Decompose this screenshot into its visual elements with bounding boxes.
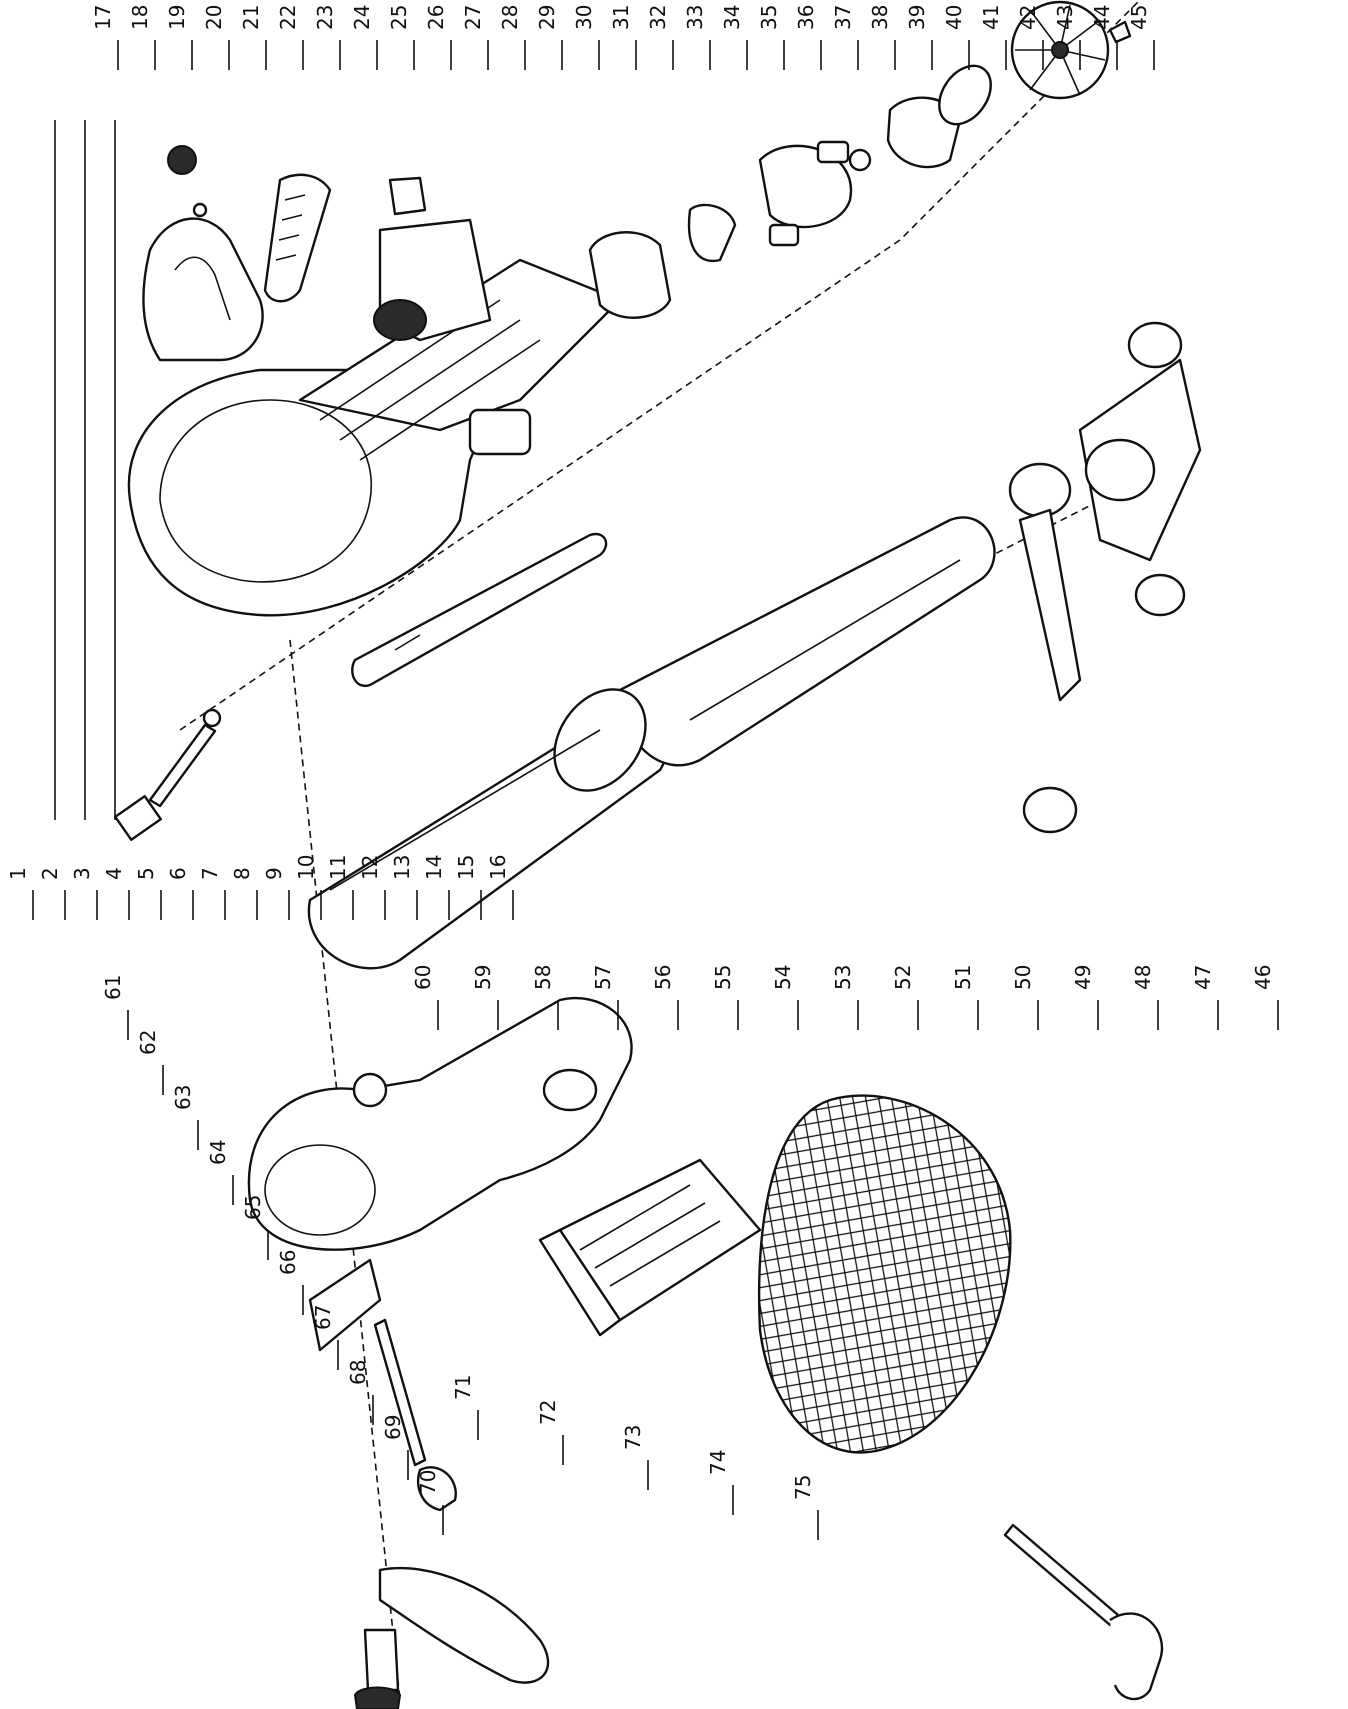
callout-25: 25: [387, 5, 411, 30]
callout-30: 30: [572, 5, 596, 30]
callout-57: 57: [591, 965, 615, 990]
collection-bag-mesh-icon: [757, 1094, 1012, 1454]
callout-43: 43: [1053, 5, 1077, 30]
callout-3: 3: [70, 867, 94, 880]
callout-69: 69: [381, 1415, 405, 1440]
callout-9: 9: [262, 867, 286, 880]
motor-assembly-icon: [588, 140, 872, 319]
handle-icon: [142, 217, 264, 362]
callout-56: 56: [651, 965, 675, 990]
callout-50: 50: [1011, 965, 1035, 990]
callout-1: 1: [6, 867, 30, 880]
wheel-icon: [1008, 321, 1186, 834]
blower-housing-icon: [127, 258, 622, 617]
callout-71: 71: [451, 1375, 475, 1400]
callout-18: 18: [128, 5, 152, 30]
callout-66: 66: [276, 1250, 300, 1275]
callout-53: 53: [831, 965, 855, 990]
callout-2: 2: [38, 867, 62, 880]
callout-48: 48: [1131, 965, 1155, 990]
callout-12: 12: [358, 855, 382, 880]
callout-28: 28: [498, 5, 522, 30]
callout-49: 49: [1071, 965, 1095, 990]
callout-40: 40: [942, 5, 966, 30]
callout-67: 67: [311, 1305, 335, 1330]
callout-27: 27: [461, 5, 485, 30]
callout-61: 61: [101, 975, 125, 1000]
callout-20: 20: [202, 5, 226, 30]
callout-75: 75: [791, 1475, 815, 1500]
callout-42: 42: [1016, 5, 1040, 30]
callout-59: 59: [471, 965, 495, 990]
callout-7: 7: [198, 867, 222, 880]
callout-33: 33: [683, 5, 707, 30]
nozzle-icon: [1078, 358, 1202, 562]
leader-lines: [54, 120, 116, 820]
callout-68: 68: [346, 1360, 370, 1385]
callout-19: 19: [165, 5, 189, 30]
callout-5: 5: [134, 867, 158, 880]
callout-8: 8: [230, 867, 254, 880]
callout-65: 65: [241, 1195, 265, 1220]
callout-16: 16: [486, 855, 510, 880]
callout-36: 36: [794, 5, 818, 30]
callout-11: 11: [326, 855, 350, 880]
callout-46: 46: [1251, 965, 1275, 990]
left-housing-icon: [247, 996, 633, 1251]
callout-52: 52: [891, 965, 915, 990]
callout-37: 37: [831, 5, 855, 30]
callout-21: 21: [239, 5, 263, 30]
callout-22: 22: [276, 5, 300, 30]
callout-64: 64: [206, 1140, 230, 1165]
callout-31: 31: [609, 5, 633, 30]
motor-cup-icon: [373, 176, 492, 342]
lower-tube-icon: [307, 516, 996, 970]
callout-39: 39: [905, 5, 929, 30]
assembly-axes: [179, 0, 1161, 1701]
callout-55: 55: [711, 965, 735, 990]
callout-70: 70: [416, 1470, 440, 1495]
grip-icon: [263, 173, 332, 303]
callout-63: 63: [171, 1085, 195, 1110]
callout-51: 51: [951, 965, 975, 990]
blow-tube-icon: [351, 532, 608, 688]
cover-parts-icon: [308, 1258, 550, 1709]
callout-38: 38: [868, 5, 892, 30]
callout-74: 74: [706, 1450, 730, 1475]
callout-10: 10: [294, 855, 318, 880]
callout-15: 15: [454, 855, 478, 880]
callout-62: 62: [136, 1030, 160, 1055]
callout-4: 4: [102, 867, 126, 880]
callout-29: 29: [535, 5, 559, 30]
callout-54: 54: [771, 965, 795, 990]
impeller-icon: [1010, 0, 1132, 100]
callout-45: 45: [1127, 5, 1151, 30]
power-cord-plug-icon: [114, 708, 222, 841]
callout-72: 72: [536, 1400, 560, 1425]
callout-60: 60: [411, 965, 435, 990]
callout-58: 58: [531, 965, 555, 990]
callout-6: 6: [166, 867, 190, 880]
callout-26: 26: [424, 5, 448, 30]
callout-35: 35: [757, 5, 781, 30]
callout-44: 44: [1090, 5, 1114, 30]
battery-pack-icon: [538, 1158, 762, 1337]
callout-32: 32: [646, 5, 670, 30]
callout-47: 47: [1191, 965, 1215, 990]
callout-13: 13: [390, 855, 414, 880]
callout-34: 34: [720, 5, 744, 30]
callout-73: 73: [621, 1425, 645, 1450]
callout-41: 41: [979, 5, 1003, 30]
knob-icon: [167, 145, 208, 218]
callout-24: 24: [350, 5, 374, 30]
callout-23: 23: [313, 5, 337, 30]
end-cap-icon: [886, 64, 992, 169]
callout-17: 17: [91, 5, 115, 30]
power-cord-icon: [1003, 1523, 1163, 1701]
callout-14: 14: [422, 855, 446, 880]
